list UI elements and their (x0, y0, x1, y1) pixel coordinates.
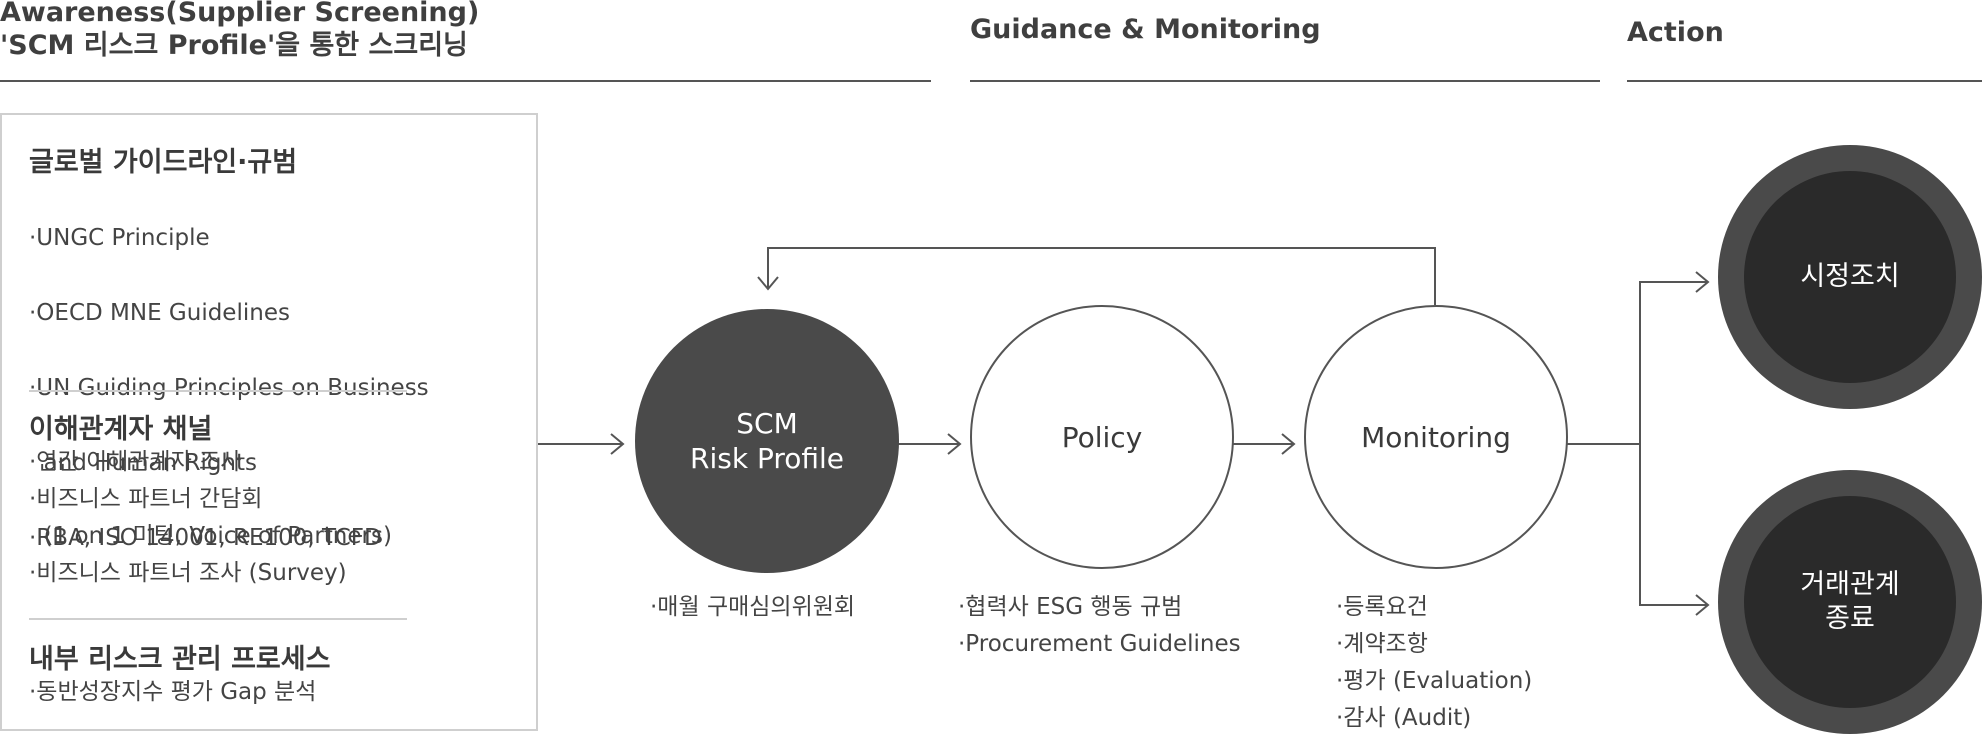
arrowhead (610, 433, 625, 455)
awareness-header: Awareness(Supplier Screening) 'SCM 리스크 P… (0, 0, 479, 62)
section-title: 내부 리스크 관리 프로세스 (29, 644, 331, 675)
note-item: ·평가 (Evaluation) (1336, 668, 1533, 694)
awareness-header-line2: 'SCM 리스크 Profile'을 통한 스크리닝 (0, 30, 468, 61)
section-title: 글로벌 가이드라인·규범 (29, 147, 298, 178)
termination-label-line1: 거래관계 (1800, 569, 1900, 600)
termination-inner: 거래관계 종료 (1744, 496, 1956, 708)
termination-label-line2: 종료 (1825, 603, 1875, 634)
monitoring-notes: ·등록요건 ·계약조항 ·평가 (Evaluation) ·감사 (Audit) (1336, 589, 1532, 737)
arrowhead (1695, 271, 1710, 293)
feedback-loop (767, 247, 1436, 305)
list-item: ·OECD MNE Guidelines (29, 300, 290, 326)
scm-node-label-line1: SCM (736, 407, 798, 440)
section-divider (29, 618, 407, 620)
monitoring-node-label: Monitoring (1361, 420, 1511, 454)
policy-node-label: Policy (1061, 420, 1143, 454)
list-item: ·비즈니스 파트너 조사 (Survey) (29, 560, 347, 586)
list-item: ·RBA, ISO 14001, RE100, TCFD (29, 525, 382, 551)
guidance-header: Guidance & Monitoring (970, 14, 1321, 45)
guidance-rule (970, 80, 1600, 82)
branch-lines (1639, 281, 1708, 606)
arrowhead (1281, 433, 1296, 455)
corrective-action-node: 시정조치 (1718, 145, 1982, 409)
action-rule (1627, 80, 1982, 82)
note-item: ·감사 (Audit) (1336, 705, 1472, 731)
scm-risk-profile-node: SCM Risk Profile (635, 309, 899, 573)
awareness-panel (0, 113, 538, 731)
section-internal-risk: 내부 리스크 관리 프로세스 ·동반성장지수 평가 Gap 분석 (29, 637, 330, 711)
scm-notes: ·매월 구매심의위원회 (650, 589, 855, 626)
section-title: 이해관계자 채널 (29, 414, 213, 445)
section-stakeholder-channels: 이해관계자 채널 ·연간 이해관계자 조사 ·비즈니스 파트너 간담회 (1 o… (29, 407, 392, 592)
action-header: Action (1627, 17, 1724, 48)
policy-node: Policy (970, 305, 1234, 569)
list-item: ·UNGC Principle (29, 225, 210, 251)
section-global-guidelines: 글로벌 가이드라인·규범 ·UNGC Principle ·OECD MNE G… (29, 140, 429, 595)
arrowhead (1695, 594, 1710, 616)
list-item: ·UN Guiding Principles on Business (29, 375, 429, 401)
list-item: and Human Rights (29, 450, 258, 476)
corrective-action-inner: 시정조치 (1744, 171, 1956, 383)
awareness-rule (0, 80, 931, 82)
policy-notes: ·협력사 ESG 행동 규범 ·Procurement Guidelines (958, 589, 1241, 663)
section-divider (29, 390, 407, 392)
note-item: ·매월 구매심의위원회 (650, 594, 856, 620)
note-item: ·Procurement Guidelines (958, 631, 1241, 657)
note-item: ·등록요건 (1336, 594, 1428, 620)
note-item: ·계약조항 (1336, 631, 1428, 657)
arrowhead (947, 433, 962, 455)
scm-node-label-line2: Risk Profile (690, 442, 844, 475)
termination-node: 거래관계 종료 (1718, 470, 1982, 734)
corrective-action-label: 시정조치 (1800, 261, 1900, 292)
list-item: ·비즈니스 파트너 간담회 (29, 486, 263, 512)
list-item: ·동반성장지수 평가 Gap 분석 (29, 679, 317, 705)
note-item: ·협력사 ESG 행동 규범 (958, 594, 1183, 620)
list-item: (1 on 1 미팅, Voice of Partners) (29, 523, 392, 549)
arrowhead (757, 276, 779, 291)
awareness-header-line1: Awareness(Supplier Screening) (0, 0, 480, 28)
list-item: ·연간 이해관계자 조사 (29, 449, 242, 475)
monitoring-node: Monitoring (1304, 305, 1568, 569)
